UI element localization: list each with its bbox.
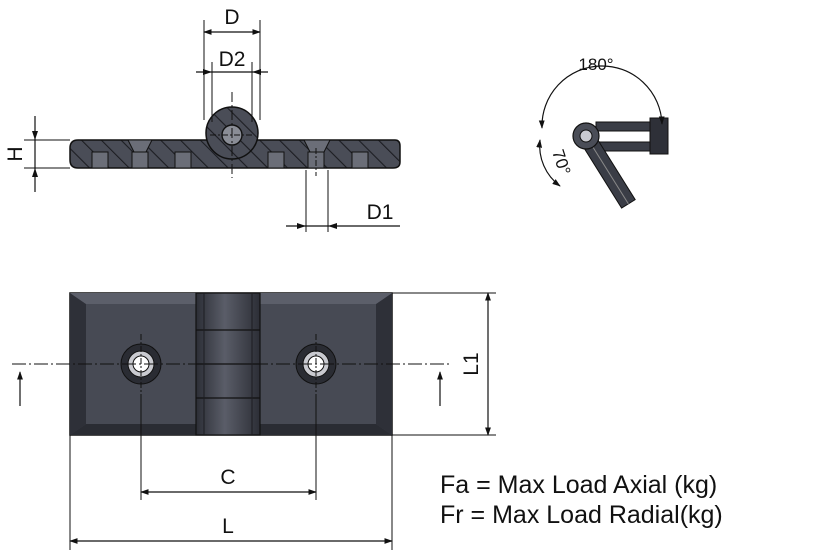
side-section-view: D D2 H D1 (4, 6, 401, 232)
dim-label-D2: D2 (219, 48, 246, 71)
legend-axial-load: Fa = Max Load Axial (kg) (440, 471, 718, 499)
dim-label-H: H (4, 146, 27, 161)
load-legend: Fa = Max Load Axial (kg) Fr = Max Load R… (440, 470, 723, 530)
dim-label-L1: L1 (460, 352, 483, 375)
rotation-angle-view: 180° 70° (536, 55, 669, 209)
top-view: L1 C L (12, 292, 496, 550)
dim-label-L: L (222, 515, 234, 538)
dim-label-C: C (220, 466, 235, 489)
side-holes (91, 139, 369, 169)
angle-label-180: 180° (578, 55, 613, 74)
dim-label-D: D (224, 6, 239, 29)
legend-radial-load: Fr = Max Load Radial(kg) (440, 501, 723, 529)
angle-label-70: 70° (548, 147, 574, 177)
dim-label-D1: D1 (367, 201, 394, 224)
